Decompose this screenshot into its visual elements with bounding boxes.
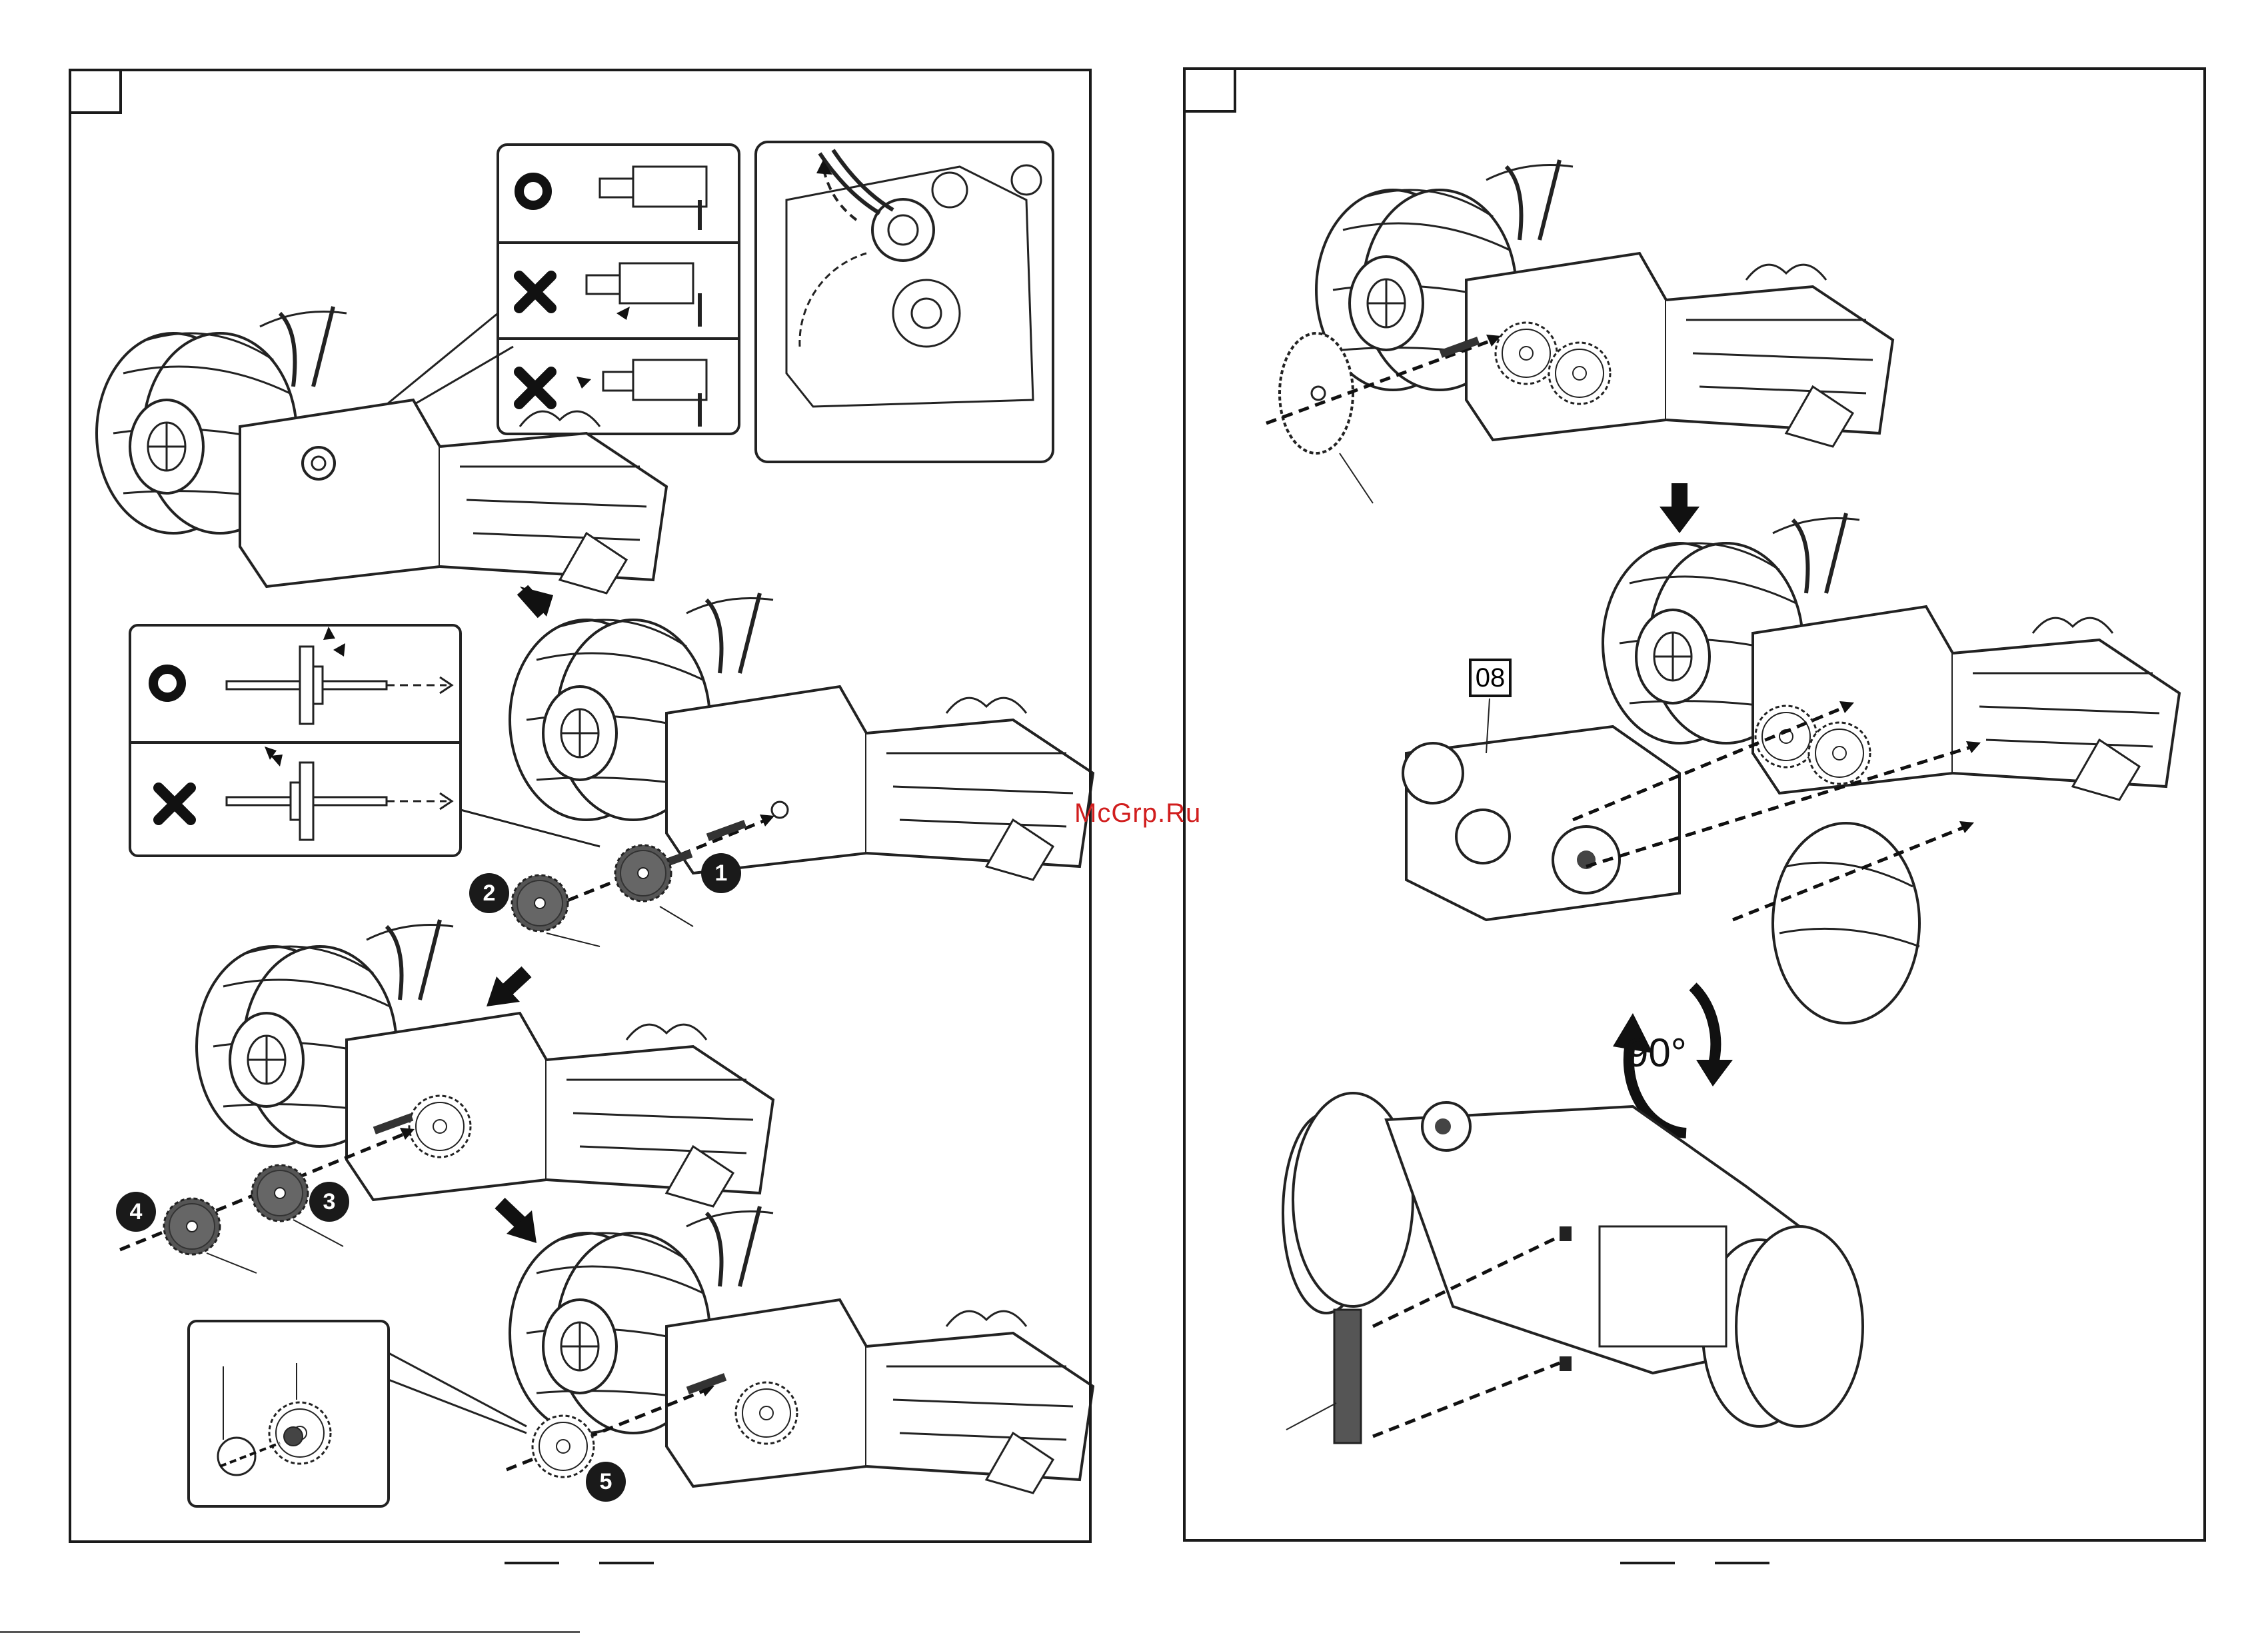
step-number-box bbox=[1183, 67, 1236, 113]
step-number-box bbox=[69, 69, 122, 114]
watermark-text: McGrp.Ru bbox=[1074, 799, 1201, 828]
part-label-08: 08 bbox=[1469, 659, 1512, 697]
callout-4: 4 bbox=[116, 1192, 156, 1232]
instruction-panel-right bbox=[1183, 67, 2206, 1542]
circle-o-icon bbox=[149, 665, 186, 702]
instruction-panel-left bbox=[69, 69, 1092, 1543]
callout-1: 1 bbox=[701, 853, 741, 893]
footer-rule bbox=[1620, 1562, 1675, 1564]
callout-2: 2 bbox=[469, 873, 509, 913]
rotation-angle-label: 90° bbox=[1626, 1030, 1687, 1076]
footer-rule bbox=[599, 1562, 654, 1564]
circle-o-icon bbox=[515, 173, 552, 210]
callout-3: 3 bbox=[309, 1182, 349, 1222]
callout-5: 5 bbox=[586, 1462, 626, 1502]
footer-rule bbox=[505, 1562, 559, 1564]
footer-rule bbox=[1715, 1562, 1769, 1564]
